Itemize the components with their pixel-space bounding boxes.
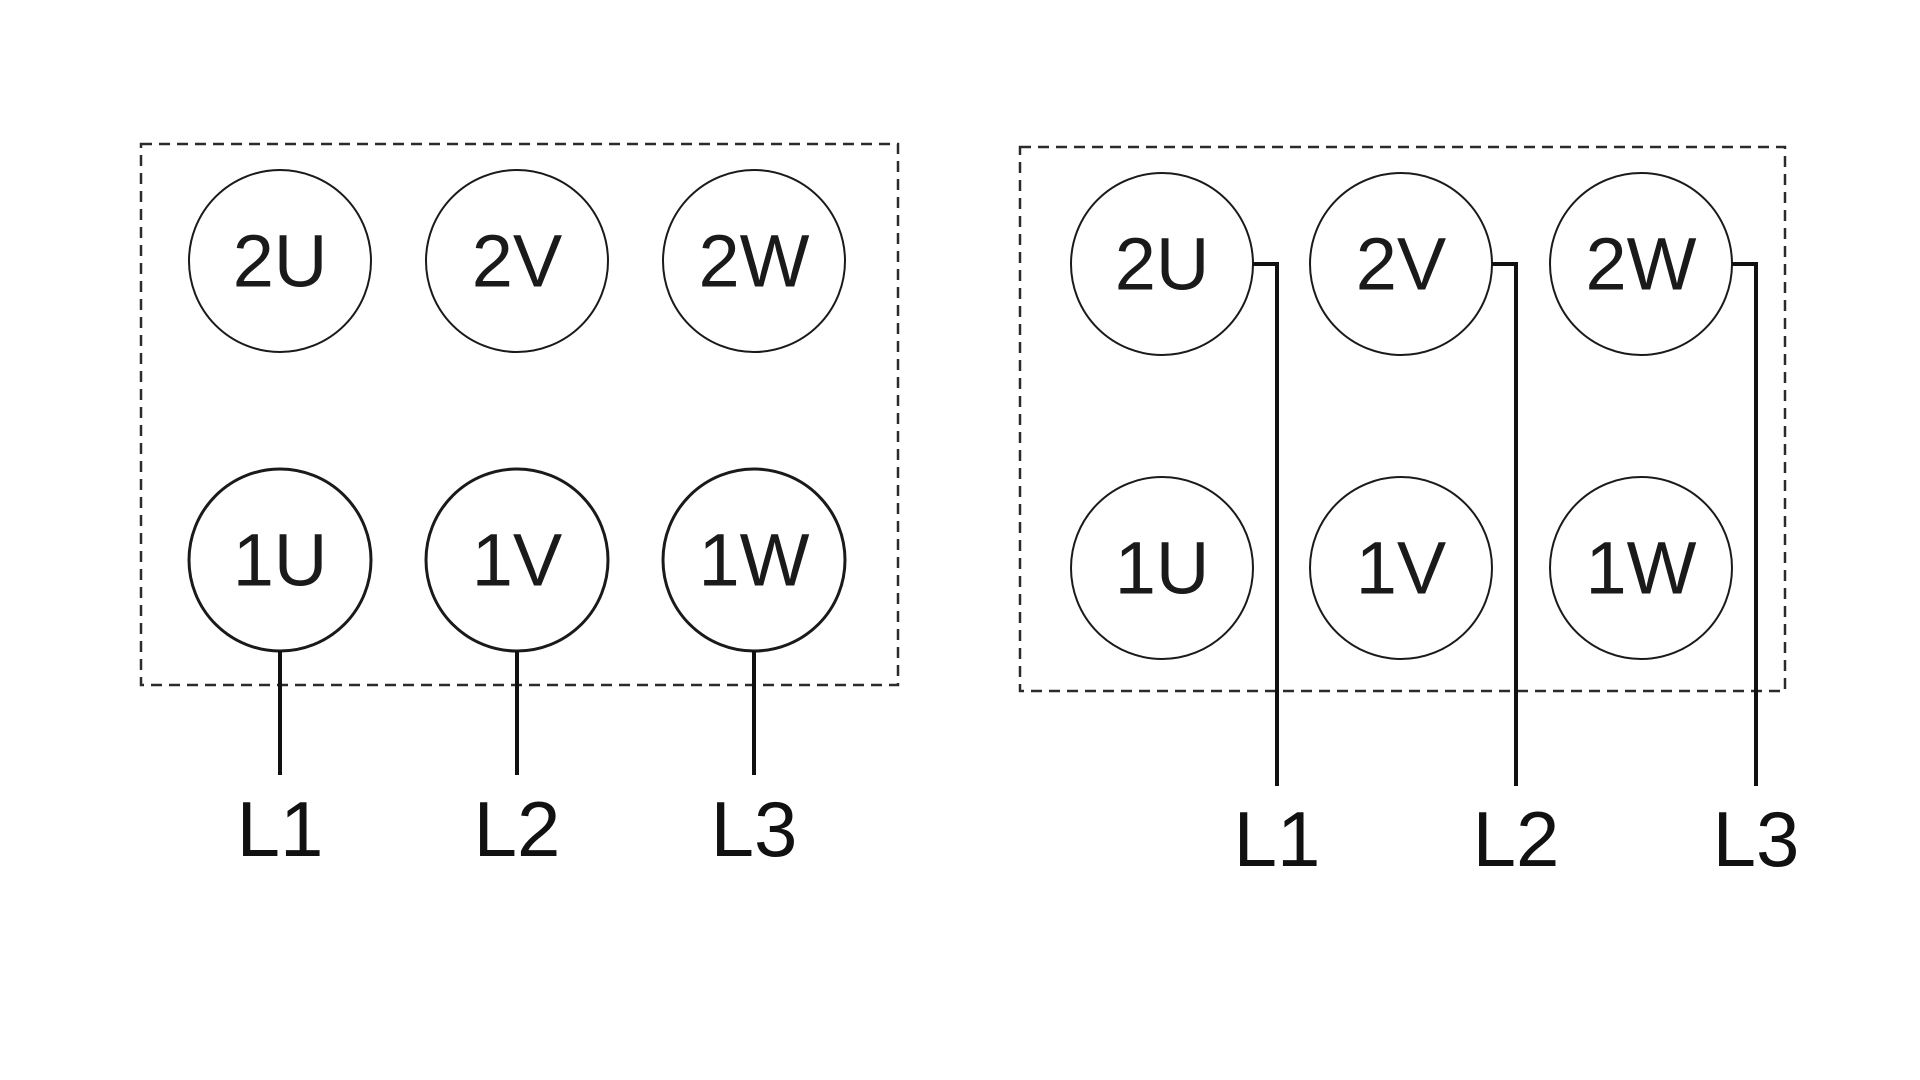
right-lead-l2 (1492, 262, 1518, 786)
left-line-label-l1: L1 (237, 785, 324, 873)
left-terminal-1v: 1V (424, 467, 610, 653)
left-terminal-2v-circle (425, 169, 609, 353)
right-lead-l3 (1732, 262, 1758, 786)
left-terminal-box (139, 142, 900, 687)
left-line-label-l3: L3 (711, 785, 798, 873)
right-line-label-l3: L3 (1713, 795, 1800, 883)
left-terminal-2u: 2U (188, 169, 372, 353)
right-terminal-1w: 1W (1549, 476, 1733, 660)
left-terminal-2u-circle (188, 169, 372, 353)
right-terminal-1u-circle (1070, 476, 1254, 660)
right-terminal-1v: 1V (1309, 476, 1493, 660)
right-terminal-box (1018, 145, 1787, 693)
right-terminal-2v: 2V (1309, 172, 1493, 356)
right-terminal-2u: 2U (1070, 172, 1254, 356)
right-terminal-2v-label: 2V (1356, 223, 1447, 306)
right-line-label-l2: L2 (1473, 795, 1560, 883)
left-terminal-1u-label: 1U (233, 519, 328, 602)
left-terminal-2v-label: 2V (472, 220, 563, 303)
right-terminal-1v-label: 1V (1356, 527, 1447, 610)
right-terminal-2w: 2W (1549, 172, 1733, 356)
left-terminal-2v: 2V (425, 169, 609, 353)
right-terminal-1u-label: 1U (1115, 527, 1210, 610)
left-terminal-1w: 1W (661, 467, 847, 653)
left-terminal-2w-label: 2W (699, 220, 810, 303)
right-terminal-1w-label: 1W (1586, 527, 1697, 610)
right-terminal-1w-circle (1549, 476, 1733, 660)
left-terminal-2w: 2W (662, 169, 846, 353)
right-terminal-2w-label: 2W (1586, 223, 1697, 306)
left-terminal-2u-label: 2U (233, 220, 328, 303)
right-line-label-l1: L1 (1234, 795, 1321, 883)
right-lead-l1 (1253, 262, 1279, 786)
left-terminal-diagram: 2U 2V 2W 1U 1V 1W L1 L2 L3 (139, 142, 900, 873)
right-terminal-2u-label: 2U (1115, 223, 1210, 306)
left-terminal-1v-label: 1V (472, 519, 563, 602)
left-terminal-1u: 1U (187, 467, 373, 653)
left-line-label-l2: L2 (474, 785, 561, 873)
right-terminal-diagram: 2U 2V 2W 1U 1V 1W L1 L2 L3 (1018, 145, 1800, 883)
right-terminal-1v-circle (1309, 476, 1493, 660)
right-terminal-1u: 1U (1070, 476, 1254, 660)
left-terminal-2w-circle (662, 169, 846, 353)
left-terminal-1w-label: 1W (699, 519, 810, 602)
